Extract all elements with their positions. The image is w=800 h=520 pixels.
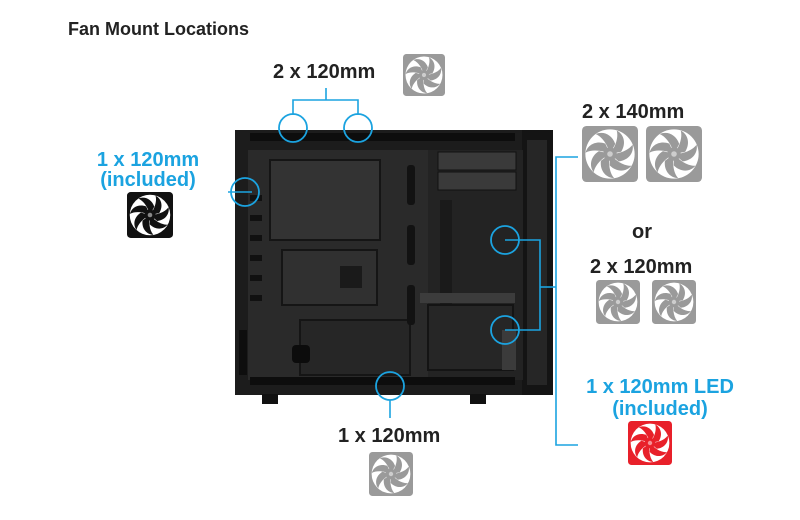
fan-icon [403,54,445,96]
mount-marker-bottom [375,371,405,401]
rear-fan-label-line2: (included) [100,169,196,191]
bottom-fan-label: 1 x 120mm [338,425,441,447]
mount-marker-top-1 [278,113,308,143]
front-140-label: 2 x 140mm [582,101,685,123]
front-led-label-line1: 1 x 120mm LED [586,376,734,398]
page-title: Fan Mount Locations [68,19,249,39]
rear-fan-label-line1: 1 x 120mm [96,149,200,171]
front-led-label-line2: (included) [612,398,708,420]
front-120-label: 2 x 120mm [590,256,693,278]
mount-marker-front-2 [490,315,520,345]
fan-icon [582,126,638,182]
mount-marker-top-2 [343,113,373,143]
fan-icon [646,126,702,182]
fan-icon [628,421,672,465]
or-label: or [632,221,652,243]
mount-marker-front-1 [490,225,520,255]
fan-icon [369,452,413,496]
top-fan-label: 2 x 120mm [273,61,376,83]
fan-icon [127,192,173,238]
fan-icon [652,280,696,324]
fan-icon [596,280,640,324]
mount-marker-rear [230,177,260,207]
